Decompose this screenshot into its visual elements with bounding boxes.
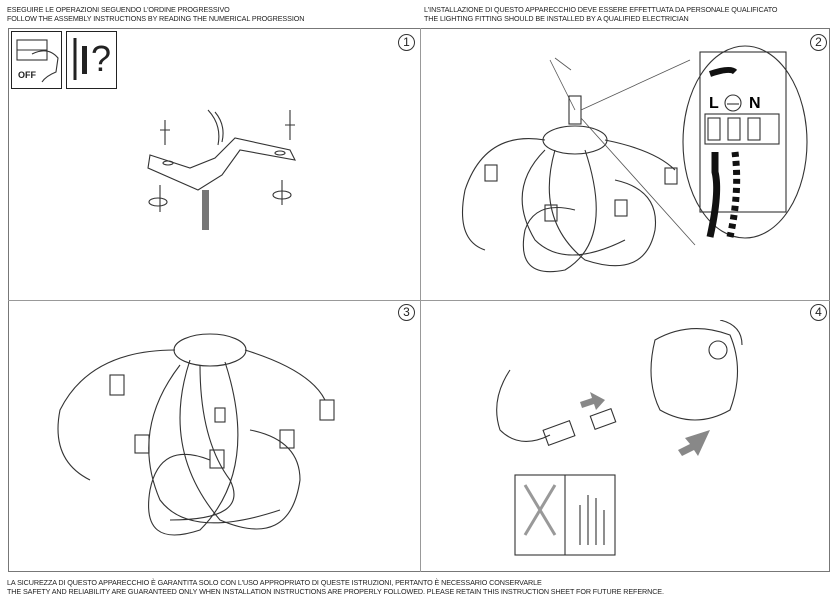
terminal-block-zoom: L N [682,45,808,239]
bracket-illustration [147,109,296,230]
step-number-3: 3 [398,304,415,321]
footer-it: LA SICUREZZA DI QUESTO APPARECCHIO È GAR… [7,578,542,587]
header-right-it: L'INSTALLAZIONE DI QUESTO APPARECCHIO DE… [424,5,778,14]
bulb-install-illustration [496,320,743,556]
header-left: ESEGUIRE LE OPERAZIONI SEGUENDO L'ORDINE… [7,5,304,23]
arrow-icon [678,430,710,456]
step-number-2: 2 [810,34,827,51]
terminal-live-label: L [709,95,719,112]
off-label: OFF [18,70,36,80]
header-left-en: FOLLOW THE ASSEMBLY INSTRUCTIONS BY READ… [7,14,305,23]
footer: LA SICUREZZA DI QUESTO APPARECCHIO È GAR… [7,578,664,596]
footer-en: THE SAFETY AND RELIABILITY ARE GUARANTEE… [7,587,664,596]
header-left-it: ESEGUIRE LE OPERAZIONI SEGUENDO L'ORDINE… [7,5,230,14]
header-right: L'INSTALLAZIONE DI QUESTO APPARECCHIO DE… [424,5,778,23]
power-off-icon: OFF [11,31,62,89]
step-number-1: 1 [398,34,415,51]
arrow-icon [580,392,605,410]
divider-horizontal [8,300,830,301]
screw-plug-icon: ? [66,31,117,89]
chandelier-assembly-illustration [57,333,335,536]
question-mark: ? [91,38,112,79]
step-number-4: 4 [810,304,827,321]
header-right-en: THE LIGHTING FITTING SHOULD BE INSTALLED… [424,14,689,23]
chandelier-wiring-illustration [461,57,696,273]
terminal-neutral-label: N [749,95,761,112]
